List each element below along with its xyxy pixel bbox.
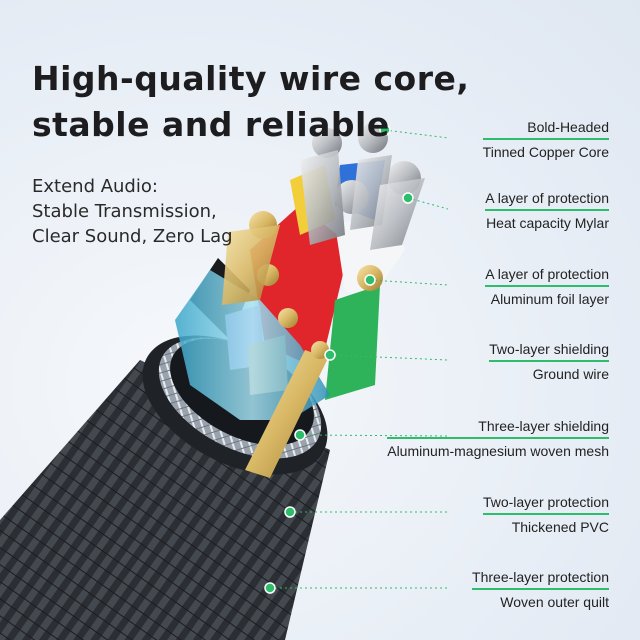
callout-dot: [284, 506, 296, 518]
callout-thickened-pvc: Two-layer protection Thickened PVC: [482, 493, 609, 536]
callout-rule: [472, 588, 609, 590]
callout-title: A layer of protection: [485, 190, 609, 206]
callout-title: A layer of protection: [485, 266, 609, 282]
callout-rule: [387, 437, 609, 439]
callout-woven-mesh: Three-layer shielding Aluminum-magnesium…: [387, 417, 609, 460]
callout-mylar: A layer of protection Heat capacity Myla…: [485, 189, 609, 232]
callout-detail: Thickened PVC: [511, 519, 609, 535]
subtext-line-3: Clear Sound, Zero Lag: [32, 226, 233, 247]
headline-line-1: High-quality wire core,: [32, 59, 470, 98]
callout-dot: [379, 124, 391, 136]
callout-woven-outer-quilt: Three-layer protection Woven outer quilt: [472, 568, 609, 611]
callout-dot: [324, 349, 336, 361]
callout-dot: [294, 429, 306, 441]
callout-rule: [485, 285, 609, 287]
callout-detail: Woven outer quilt: [500, 594, 609, 610]
callout-rule: [485, 209, 609, 211]
callout-detail: Tinned Copper Core: [482, 144, 609, 160]
subtext-line-2: Stable Transmission,: [32, 201, 217, 222]
callout-dot: [402, 192, 414, 204]
callout-ground-wire: Two-layer shielding Ground wire: [489, 340, 609, 383]
callout-rule: [482, 138, 609, 140]
subtext-line-1: Extend Audio:: [32, 176, 158, 197]
callout-title: Three-layer protection: [472, 569, 609, 585]
feature-subtext: Extend Audio: Stable Transmission, Clear…: [32, 174, 233, 249]
callout-title: Two-layer protection: [482, 494, 609, 510]
callout-tinned-copper-core: Bold-Headed Tinned Copper Core: [482, 118, 609, 161]
callout-rule: [482, 513, 609, 515]
callout-dot: [264, 582, 276, 594]
callout-dot: [364, 274, 376, 286]
callout-detail: Aluminum foil layer: [490, 291, 609, 307]
callout-title: Two-layer shielding: [489, 341, 609, 357]
headline-line-2: stable and reliable: [32, 105, 390, 144]
callout-detail: Ground wire: [532, 366, 609, 382]
callout-title: Three-layer shielding: [478, 418, 609, 434]
callout-rule: [489, 360, 609, 362]
headline: High-quality wire core, stable and relia…: [32, 56, 469, 148]
callout-detail: Aluminum-magnesium woven mesh: [387, 443, 609, 459]
callout-title: Bold-Headed: [527, 119, 609, 135]
callout-detail: Heat capacity Mylar: [486, 215, 609, 231]
conductor-bundle: [175, 123, 425, 478]
callout-aluminum-foil: A layer of protection Aluminum foil laye…: [485, 265, 609, 308]
